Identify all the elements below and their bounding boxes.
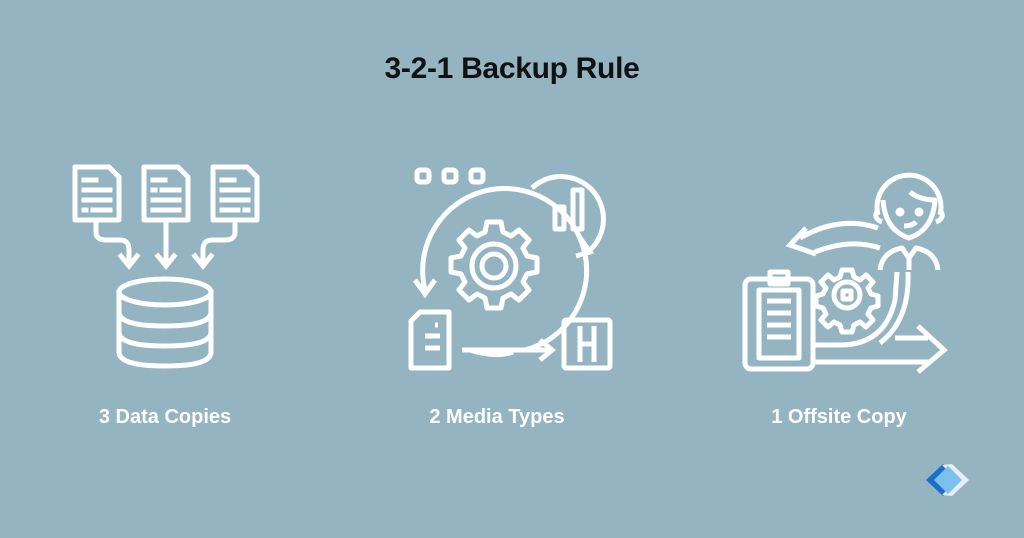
label-offsite-copy: 1 Offsite Copy [771,406,907,428]
person-clipboard-offsite-icon [742,172,948,374]
documents-to-database-icon [72,164,260,369]
page-title: 3-2-1 Backup Rule [384,52,640,85]
label-data-copies: 3 Data Copies [98,406,232,428]
gear-cycle-media-icon [408,167,613,371]
brand-diamonds-logo [926,464,969,496]
label-media-types: 2 Media Types [429,406,565,428]
